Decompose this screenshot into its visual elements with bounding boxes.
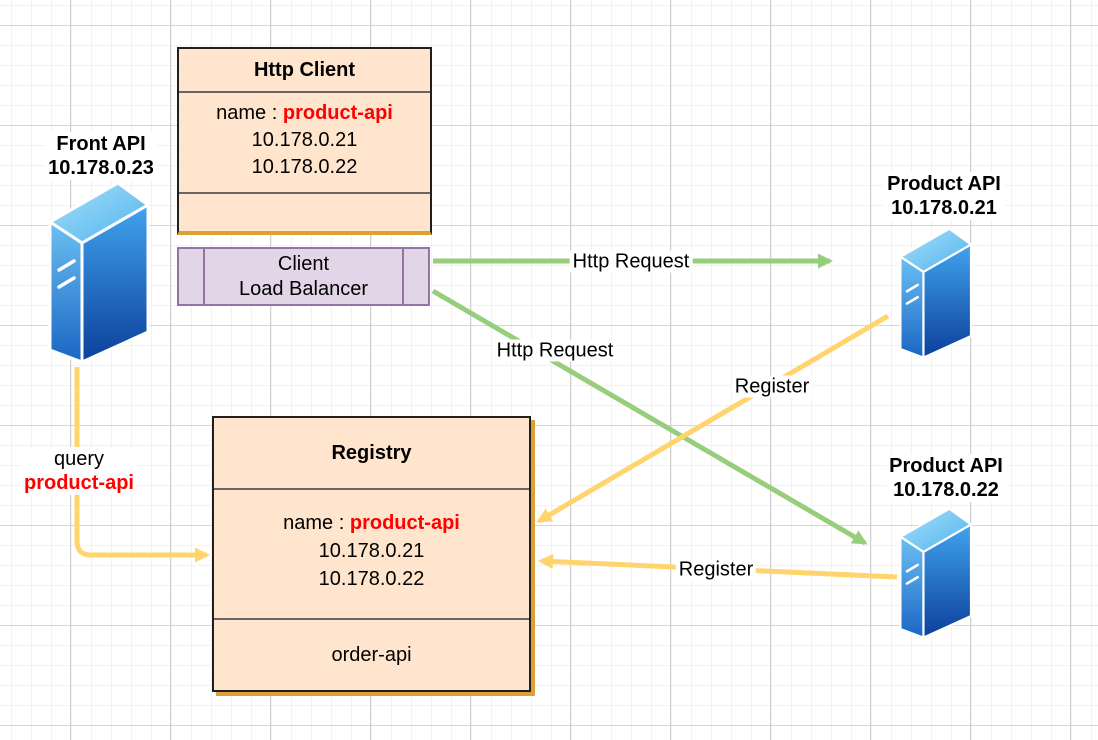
http-client-body: name : product-api 10.178.0.21 10.178.0.… bbox=[179, 91, 430, 192]
registry-other-service: order-api bbox=[214, 618, 529, 690]
http-request-2-label: Http Request bbox=[493, 339, 617, 363]
load-balancer-left-divider bbox=[203, 249, 205, 304]
http-client-node[interactable]: Http Client name : product-api 10.178.0.… bbox=[177, 47, 432, 235]
register-1-label: Register bbox=[731, 375, 813, 399]
http-client-ip2: 10.178.0.22 bbox=[251, 156, 358, 178]
edge-register-1[interactable] bbox=[536, 313, 890, 524]
http-request-1-label: Http Request bbox=[569, 250, 693, 274]
load-balancer-right-divider bbox=[402, 249, 404, 304]
load-balancer-label-line1: Client bbox=[277, 252, 330, 275]
edge-http-request-2[interactable] bbox=[431, 288, 868, 546]
front-api-label: Front API 10.178.0.23 bbox=[45, 132, 157, 180]
http-client-name-value: product-api bbox=[282, 102, 393, 124]
registry-ip2: 10.178.0.22 bbox=[318, 568, 425, 590]
registry-title: Registry bbox=[331, 441, 412, 464]
product-api-1-label: Product API 10.178.0.21 bbox=[884, 172, 1004, 220]
load-balancer-label-line2: Load Balancer bbox=[239, 277, 368, 300]
registry-body: name : product-api 10.178.0.21 10.178.0.… bbox=[214, 488, 529, 618]
registry-node[interactable]: Registry name : product-api 10.178.0.21 … bbox=[212, 416, 531, 692]
edge-query-product-api[interactable] bbox=[74, 367, 210, 563]
front-api-server-icon[interactable] bbox=[48, 181, 150, 364]
registry-name-value: product-api bbox=[349, 512, 460, 534]
product-api-1-server-icon[interactable] bbox=[899, 227, 973, 359]
query-product-api-label: query product-api bbox=[21, 447, 137, 495]
product-api-2-server-icon[interactable] bbox=[899, 507, 973, 639]
http-client-name-line: name : product-api bbox=[216, 102, 393, 124]
register-2-label: Register bbox=[675, 558, 757, 582]
http-client-title: Http Client bbox=[253, 58, 356, 81]
http-client-ip1: 10.178.0.21 bbox=[251, 129, 358, 151]
http-client-footer bbox=[179, 192, 430, 231]
product-api-2-label: Product API 10.178.0.22 bbox=[886, 454, 1006, 502]
registry-name-line: name : product-api bbox=[283, 512, 460, 534]
client-load-balancer-node[interactable]: Client Load Balancer bbox=[177, 247, 430, 306]
registry-ip1: 10.178.0.21 bbox=[318, 540, 425, 562]
